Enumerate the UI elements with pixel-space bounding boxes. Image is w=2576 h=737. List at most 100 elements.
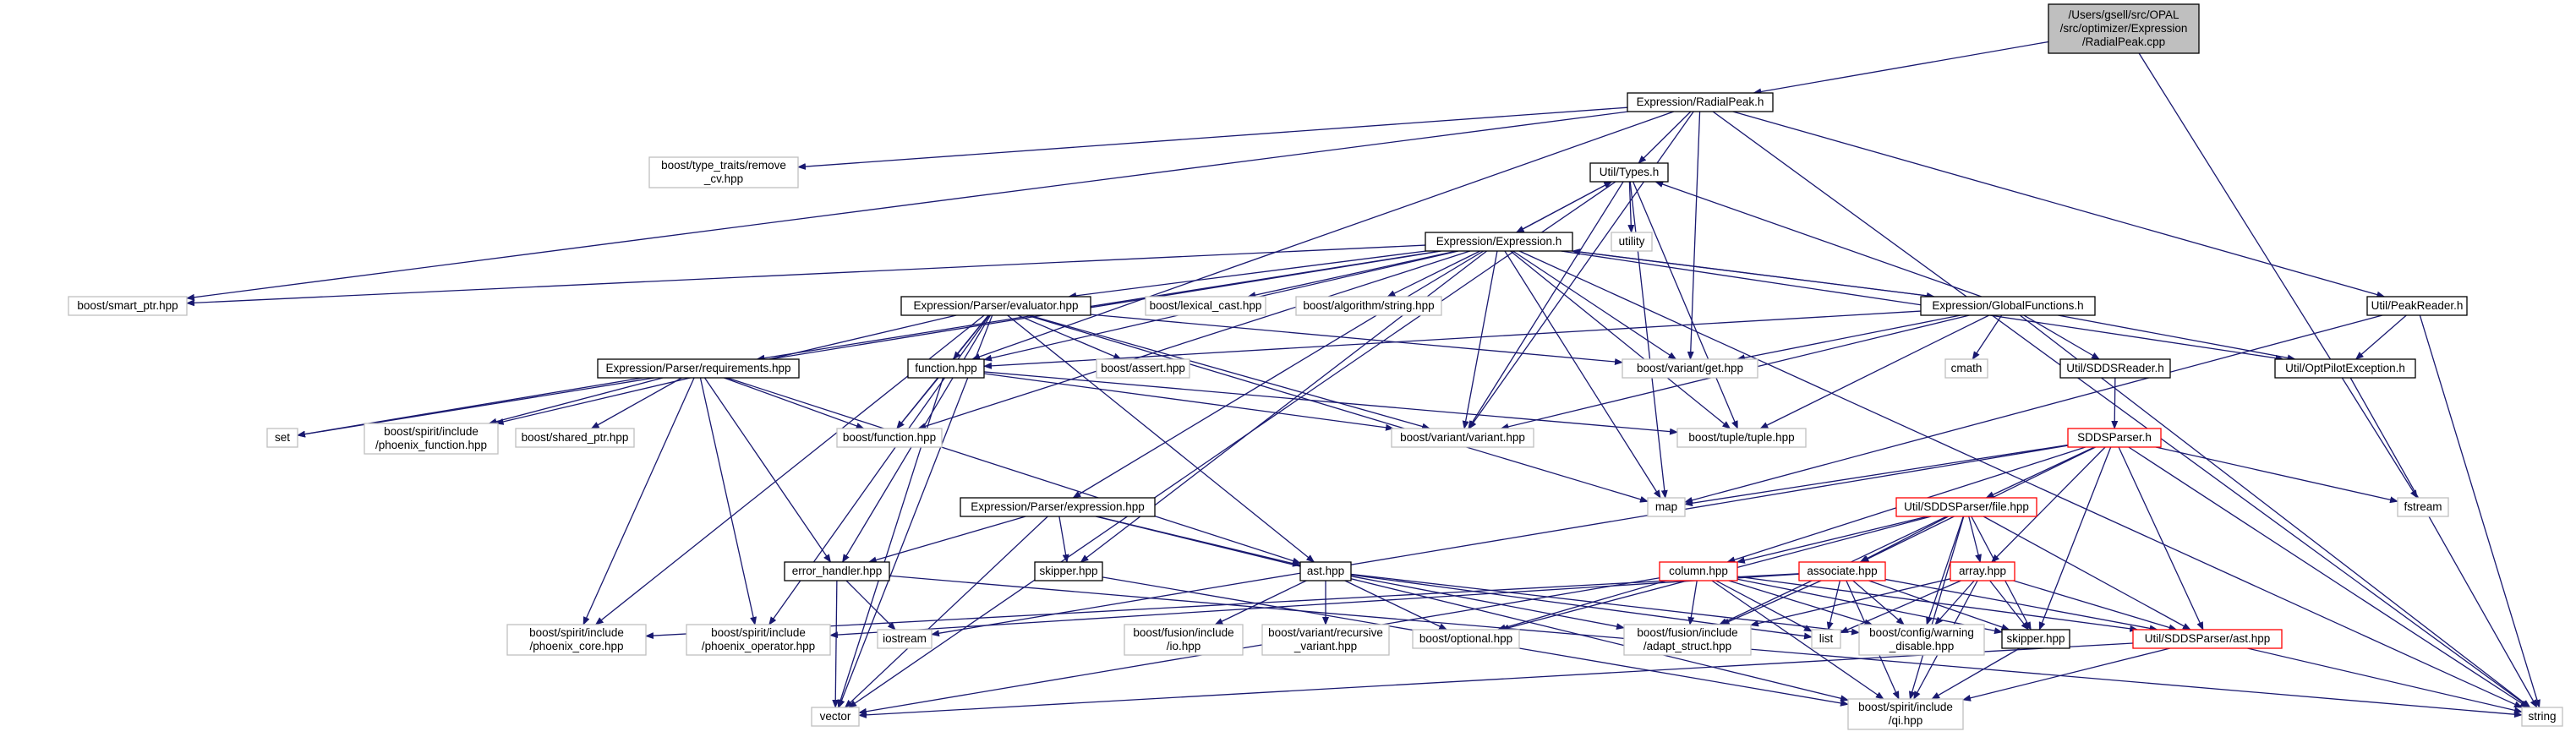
node-label: boost/assert.hpp (1101, 362, 1185, 374)
edge-function-to-tuple (983, 371, 1678, 435)
node-ast[interactable]: ast.hpp (1299, 561, 1352, 581)
edge-expression-to-parser_expression (1072, 250, 1485, 499)
node-variant[interactable]: boost/variant/variant.hpp (1391, 428, 1534, 448)
node-error_handler[interactable]: error_handler.hpp (784, 561, 890, 581)
node-label: boost/lexical_cast.hpp (1150, 299, 1262, 312)
edge-requirements-to-set (297, 377, 643, 438)
edge-function-to-variant (983, 373, 1395, 431)
node-label: string (2528, 710, 2556, 723)
node-skipper1[interactable]: skipper.hpp (1034, 561, 1103, 581)
node-boost_function[interactable]: boost/function.hpp (836, 428, 943, 448)
node-label: boost/spirit/include (529, 626, 624, 639)
node-lexical_cast[interactable]: boost/lexical_cast.hpp (1145, 296, 1266, 316)
edge-sddsparser-to-string (2128, 446, 2529, 708)
node-warning_disable[interactable]: boost/config/warning_disable.hpp (1858, 624, 1985, 656)
node-box (811, 707, 860, 727)
node-box (1811, 629, 1841, 649)
node-sddsreader[interactable]: Util/SDDSReader.h (2059, 358, 2171, 379)
node-variant_get[interactable]: boost/variant/get.hpp (1622, 358, 1758, 379)
node-label: Expression/Parser/evaluator.hpp (913, 299, 1078, 312)
node-smart_ptr[interactable]: boost/smart_ptr.hpp (68, 296, 188, 316)
node-box (1145, 296, 1266, 316)
node-label: Expression/Expression.h (1436, 235, 1562, 248)
edge-array-to-adapt_struct (1750, 578, 1951, 627)
node-label: boost/variant/recursive (1268, 626, 1383, 639)
node-label: Util/SDDSReader.h (2066, 362, 2164, 374)
node-sddsparserfile[interactable]: Util/SDDSParser/file.hpp (1895, 497, 2037, 517)
node-label: boost/smart_ptr.hpp (77, 299, 178, 312)
node-evaluator[interactable]: Expression/Parser/evaluator.hpp (900, 296, 1091, 316)
node-box (836, 428, 943, 448)
node-globalfunctions[interactable]: Expression/GlobalFunctions.h (1920, 296, 2096, 316)
node-cmath[interactable]: cmath (1944, 358, 1988, 379)
node-box (1895, 497, 2037, 517)
node-vector[interactable]: vector (811, 707, 860, 727)
node-skipper2[interactable]: skipper.hpp (2001, 629, 2070, 649)
edge-evaluator-to-ast (1007, 314, 1315, 563)
node-expression[interactable]: Expression/Expression.h (1425, 232, 1573, 252)
node-optpilotexc[interactable]: Util/OptPilotException.h (2274, 358, 2416, 379)
node-utility[interactable]: utility (1611, 232, 1653, 252)
node-remove_cv[interactable]: boost/type_traits/remove_cv.hpp (648, 156, 799, 188)
edge-radialpeak-to-variant_get (1687, 111, 1701, 360)
node-tuple[interactable]: boost/tuple/tuple.hpp (1676, 428, 1807, 448)
node-box (2366, 296, 2468, 316)
edge-column-to-qi (1711, 580, 1884, 700)
edge-globalfunctions-to-optpilotexc (2058, 314, 2296, 362)
node-label: column.hpp (1669, 565, 1728, 577)
node-array[interactable]: array.hpp (1950, 561, 2015, 581)
node-label: Util/SDDSParser/file.hpp (1904, 500, 2029, 513)
edge-expression-to-smart_ptr (186, 244, 1426, 307)
node-label: /adapt_struct.hpp (1643, 640, 1731, 652)
node-root[interactable]: /Users/gsell/src/OPAL/src/optimizer/Expr… (2048, 3, 2200, 54)
node-column[interactable]: column.hpp (1659, 561, 1738, 581)
edge-radialpeak-to-function (971, 111, 1675, 360)
node-associate[interactable]: associate.hpp (1798, 561, 1886, 581)
node-recursive_variant[interactable]: boost/variant/recursive_variant.hpp (1261, 624, 1390, 656)
node-algo_string[interactable]: boost/algorithm/string.hpp (1295, 296, 1442, 316)
edge-parser_expression-to-error_handler (867, 516, 1026, 564)
edge-globalfunctions-to-string (2019, 314, 2531, 708)
node-label: boost/tuple/tuple.hpp (1688, 431, 1794, 444)
node-radialpeak[interactable]: Expression/RadialPeak.h (1627, 92, 1774, 112)
node-requirements[interactable]: Expression/Parser/requirements.hpp (597, 358, 800, 379)
node-boost_assert[interactable]: boost/assert.hpp (1096, 358, 1190, 379)
edge-peakreader-to-map (1684, 314, 2383, 504)
node-sddsparserast[interactable]: Util/SDDSParser/ast.hpp (2132, 629, 2283, 649)
node-iostream[interactable]: iostream (877, 629, 933, 649)
edge-expression-to-algo_string (1386, 250, 1480, 298)
node-types[interactable]: Util/Types.h (1589, 162, 1669, 183)
edge-column-to-adapt_struct (1687, 580, 1698, 625)
node-sddsparser[interactable]: SDDSParser.h (2067, 428, 2162, 448)
node-label: boost/optional.hpp (1419, 632, 1512, 645)
edge-function-to-boost_function (896, 377, 939, 429)
node-list[interactable]: list (1811, 629, 1841, 649)
node-peakreader[interactable]: Util/PeakReader.h (2366, 296, 2468, 316)
node-box (2132, 629, 2283, 649)
edge-ast-to-adapt_struct (1350, 576, 1625, 631)
node-label: _cv.hpp (703, 172, 743, 185)
node-fstream[interactable]: fstream (2397, 497, 2449, 517)
node-fusion_io[interactable]: boost/fusion/include/io.hpp (1124, 624, 1244, 656)
node-shared_ptr[interactable]: boost/shared_ptr.hpp (515, 428, 635, 448)
node-label: boost/variant/variant.hpp (1400, 431, 1525, 444)
node-parser_expression[interactable]: Expression/Parser/expression.hpp (960, 497, 1156, 517)
node-phoenix_operator[interactable]: boost/spirit/include/phoenix_operator.hp… (686, 624, 831, 656)
node-set[interactable]: set (266, 428, 298, 448)
node-function[interactable]: function.hpp (907, 358, 985, 379)
node-box (1676, 428, 1807, 448)
node-phoenix_core[interactable]: boost/spirit/include/phoenix_core.hpp (506, 624, 647, 656)
node-string[interactable]: string (2521, 707, 2563, 727)
node-box (1944, 358, 1988, 379)
edge-sddsreader-to-sddsparser (2111, 377, 2119, 429)
node-optional[interactable]: boost/optional.hpp (1412, 629, 1520, 649)
node-adapt_struct[interactable]: boost/fusion/include/adapt_struct.hpp (1623, 624, 1752, 656)
edge-globalfunctions-to-tuple (1759, 314, 1990, 429)
node-label: _variant.hpp (1293, 640, 1357, 652)
node-map[interactable]: map (1647, 497, 1686, 517)
node-label: Expression/GlobalFunctions.h (1932, 299, 2083, 312)
edge-peakreader-to-optpilotexc (2354, 314, 2407, 360)
node-qi[interactable]: boost/spirit/include/qi.hpp (1847, 698, 1964, 730)
node-phoenix_function[interactable]: boost/spirit/include/phoenix_function.hp… (364, 423, 499, 455)
node-box (1950, 561, 2015, 581)
